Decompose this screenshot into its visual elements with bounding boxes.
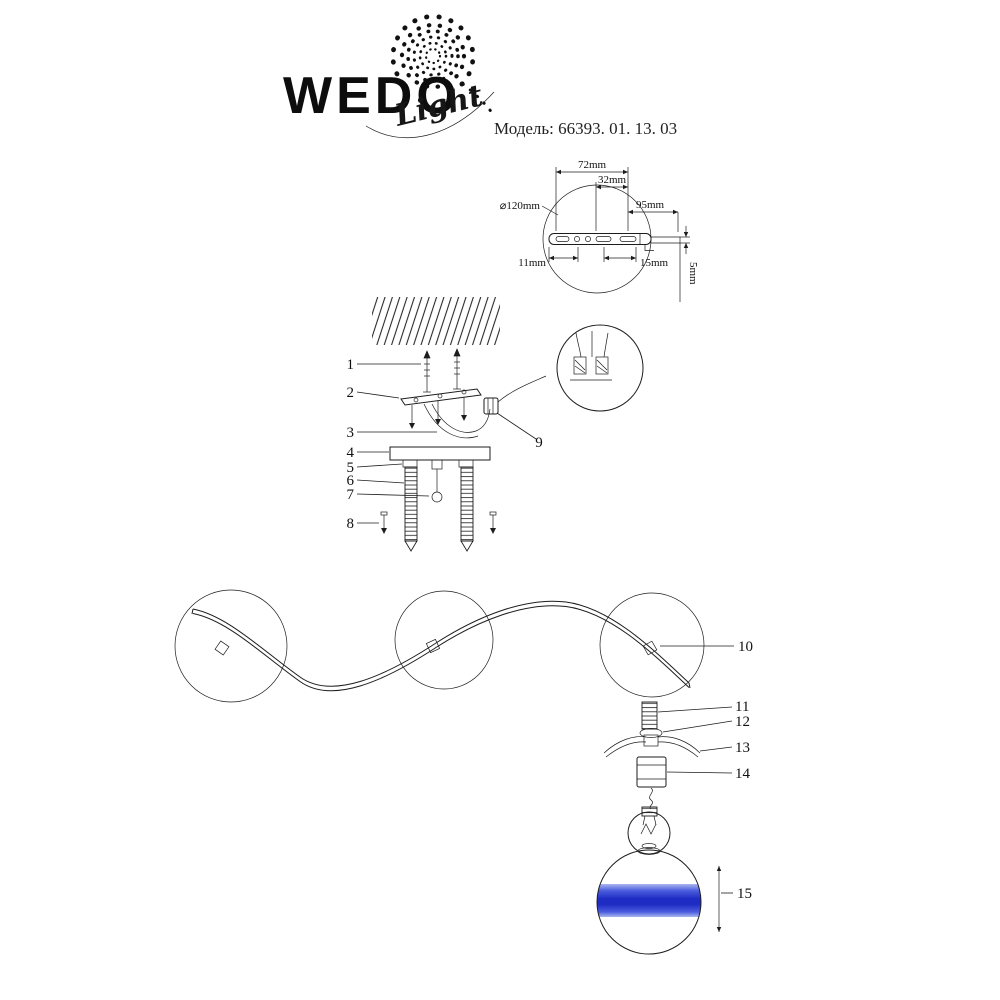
sphere-blue-band [597, 884, 701, 917]
part-13-shade-holder [603, 734, 701, 758]
callout-3: 3 [347, 425, 355, 441]
ceiling-hatch [372, 297, 500, 345]
decorative-arms: 10 [174, 589, 753, 703]
part-15-glass-sphere [596, 843, 702, 955]
callout-4: 4 [347, 445, 355, 461]
connector-detail-circle [556, 324, 644, 412]
mount-plate-drawing: 72mm 32mm 95mm ⌀120mm 11mm 15mm 5mm [500, 159, 699, 302]
part-8-side-screws [380, 511, 497, 534]
callout-5: 5 [347, 460, 355, 476]
arm-circle-right [599, 592, 705, 698]
callout-7: 7 [347, 487, 355, 503]
callout-6: 6 [347, 473, 355, 489]
logo-swirl-icon [390, 14, 495, 116]
part-3-wires [423, 403, 491, 439]
callout-leaders-left [356, 363, 437, 524]
callout-9: 9 [535, 435, 543, 451]
dim-95mm: 95mm [636, 199, 665, 211]
callout-leaders-right [657, 706, 733, 932]
part-5-nuts [402, 459, 474, 468]
ceiling-assembly: 1 2 3 4 5 6 7 8 9 [347, 297, 644, 552]
light-bulb [627, 806, 671, 855]
callout-13: 13 [735, 740, 750, 756]
dim-15mm: 15mm [640, 257, 669, 269]
plate-outline-circle [542, 184, 652, 294]
part-14-socket [636, 756, 667, 788]
arm-circle-middle [394, 590, 494, 690]
callout-2: 2 [347, 385, 355, 401]
plate-cross-section [548, 233, 654, 251]
part-11-threaded-nipple [641, 701, 658, 730]
dim-72mm: 72mm [578, 159, 607, 171]
arm-circle-left [174, 589, 288, 703]
callout-14: 14 [735, 766, 751, 782]
arm-wave-bottom [192, 605, 690, 692]
callout-11: 11 [735, 699, 749, 715]
part-2-mounting-strap [400, 388, 482, 429]
dim-diameter-120mm: ⌀120mm [500, 200, 541, 212]
part-4-canopy-plate [389, 446, 491, 461]
logo-swash [365, 91, 495, 138]
part-6-threaded-pillars [404, 466, 474, 552]
plate-dimension-lines [541, 167, 690, 302]
callout-8: 8 [347, 516, 355, 532]
part-1-screws [423, 348, 461, 393]
cord-squiggle [649, 787, 653, 810]
arm-wave-top [192, 600, 690, 687]
dim-5mm: 5mm [687, 262, 699, 285]
part-7-center-stud [431, 459, 443, 503]
lamp-holder-assembly: 11 12 13 14 15 [596, 699, 752, 955]
callout-12: 12 [735, 714, 750, 730]
part-9-terminal-connector [483, 375, 547, 415]
brand-name: WEDO [283, 67, 461, 125]
model-number: Модель: 66393. 01. 13. 03 [494, 119, 677, 138]
brand-logo: WEDO Light Модель: 66393. 01. 13. 03 [283, 14, 677, 138]
dim-11mm: 11mm [518, 257, 546, 269]
part-12-ring-nut [639, 728, 663, 738]
dim-32mm: 32mm [598, 174, 627, 186]
callout-10: 10 [738, 639, 753, 655]
callout-15: 15 [737, 886, 752, 902]
callout-1: 1 [347, 357, 355, 373]
arm-connectors [214, 638, 658, 656]
